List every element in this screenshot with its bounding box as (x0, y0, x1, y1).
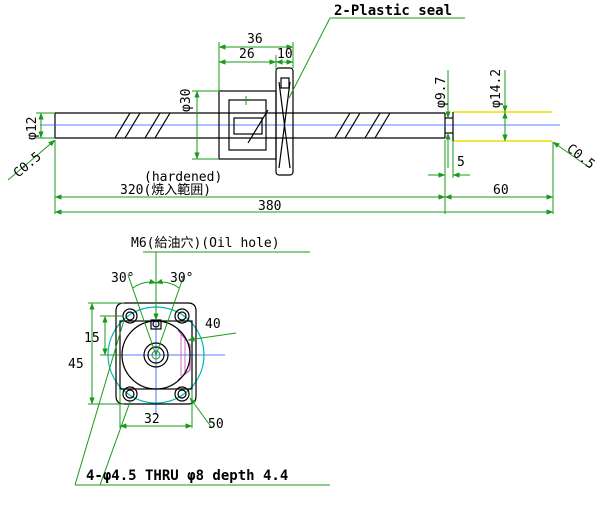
dim-5-label: 5 (457, 155, 465, 170)
thru-holes-callout: 4-φ4.5 THRU φ8 depth 4.4 (74, 319, 330, 486)
side-view: 2-Plastic seal 36 26 10 φ30 (7, 3, 598, 215)
phi30-label: φ30 (179, 89, 194, 112)
phi97-label: φ9.7 (434, 77, 449, 108)
dim-phi12: φ12 (25, 112, 55, 140)
phi142-label: φ14.2 (489, 69, 504, 108)
chamfer-left: C0.5 (7, 139, 56, 181)
dim-380-label: 380 (258, 199, 281, 214)
screw-shaft (40, 112, 560, 139)
dim-60: 60 (444, 142, 554, 214)
dim-60-label: 60 (493, 183, 509, 198)
dim-320: (hardened) 320(焼入範囲) (54, 140, 446, 214)
flange-outline (115, 302, 197, 405)
dim-32-label: 32 (144, 412, 160, 427)
dim-32: 32 (119, 389, 193, 429)
dim-26-10: 26 10 (218, 47, 294, 70)
phi12-label: φ12 (25, 117, 40, 140)
plastic-seal-callout: 2-Plastic seal (288, 3, 465, 99)
dim-50-label: 50 (208, 417, 224, 432)
c05-left-label: C0.5 (11, 149, 45, 181)
dim-40-label: 40 (205, 317, 221, 332)
hardened-label: (hardened) (144, 170, 222, 185)
chamfer-right: C0.5 (552, 141, 598, 172)
plastic-seal-label: 2-Plastic seal (334, 3, 452, 19)
oil-hole-label: M6(給油穴)(Oil hole) (131, 236, 280, 251)
dim-phi97: φ9.7 (434, 70, 451, 168)
dim-45: 45 (68, 302, 124, 405)
thru-holes-label: 4-φ4.5 THRU φ8 depth 4.4 (86, 468, 288, 484)
angle-right-label: 30° (170, 271, 193, 286)
nut-flange (275, 67, 294, 176)
dim-50: 50 (189, 397, 224, 432)
dim-45-label: 45 (68, 357, 84, 372)
c05-right-label: C0.5 (564, 141, 598, 172)
angle-left-label: 30° (111, 271, 134, 286)
end-view: M6(給油穴)(Oil hole) 30° 30° 15 45 (68, 236, 330, 486)
dim-26-label: 26 (239, 47, 255, 62)
dim-phi142: φ14.2 (489, 69, 508, 142)
dim-5: 5 (428, 140, 470, 178)
ball-nut (218, 90, 277, 160)
dim-36-label: 36 (247, 32, 263, 47)
dim-phi30: φ30 (179, 89, 219, 160)
dim-40: 40 (187, 317, 237, 342)
dim-320-label: 320(焼入範囲) (120, 183, 211, 198)
dim-10-label: 10 (277, 47, 293, 62)
dim-380: 380 (54, 199, 554, 215)
oil-hole-callout: M6(給油穴)(Oil hole) (131, 236, 310, 321)
dim-15: 15 (84, 315, 124, 356)
angle-dims: 30° 30° (111, 271, 193, 356)
mounting-holes (122, 308, 190, 402)
bearing-journal (445, 111, 552, 142)
